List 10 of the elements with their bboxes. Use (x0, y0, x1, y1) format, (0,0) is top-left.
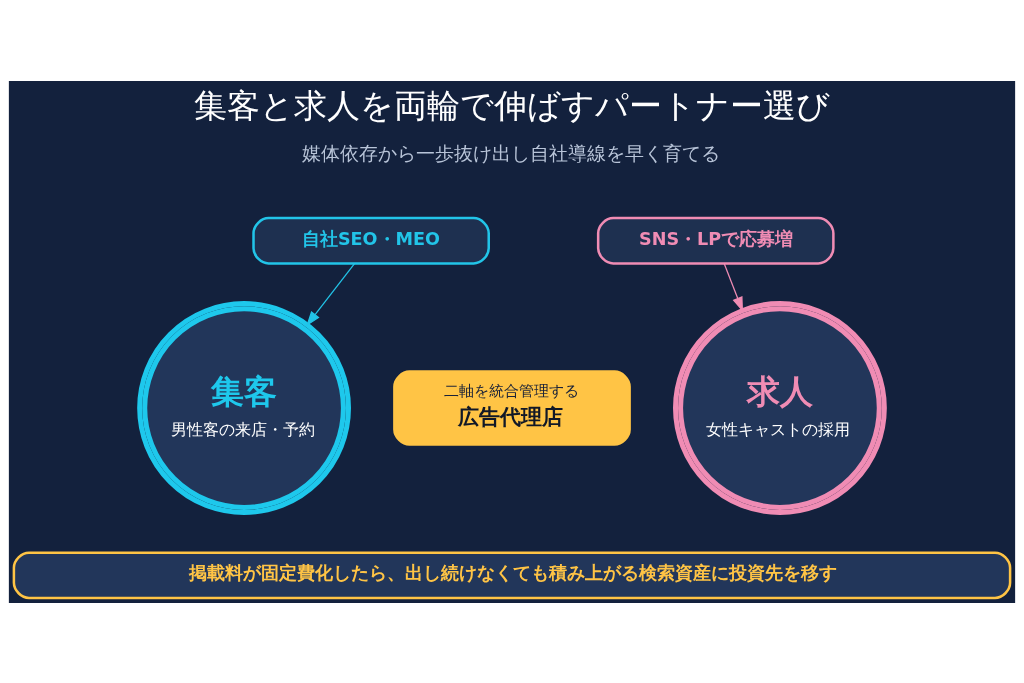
node-circle: 集客 男性客の来店・予約 (137, 300, 351, 515)
label: 媒体依存から一歩抜け出し自社導線を早く育てる (301, 141, 720, 164)
node-circle: 求人 女性キャストの採用 (673, 300, 887, 515)
node-box: 二軸を統合管理する 広告代理店 (393, 369, 631, 446)
node-box: 自社SEO・MEO (252, 216, 490, 265)
arrow (306, 262, 356, 326)
arrow (723, 262, 744, 312)
diagram-title: 集客と求人を両輪で伸ばすパートナー選び (194, 86, 830, 125)
node-box: 掲載料が固定費化したら、出し続けなくても積み上がる検索資産に投資先を移す (12, 550, 1012, 599)
node-box: SNS・LPで応募増 (596, 216, 835, 265)
